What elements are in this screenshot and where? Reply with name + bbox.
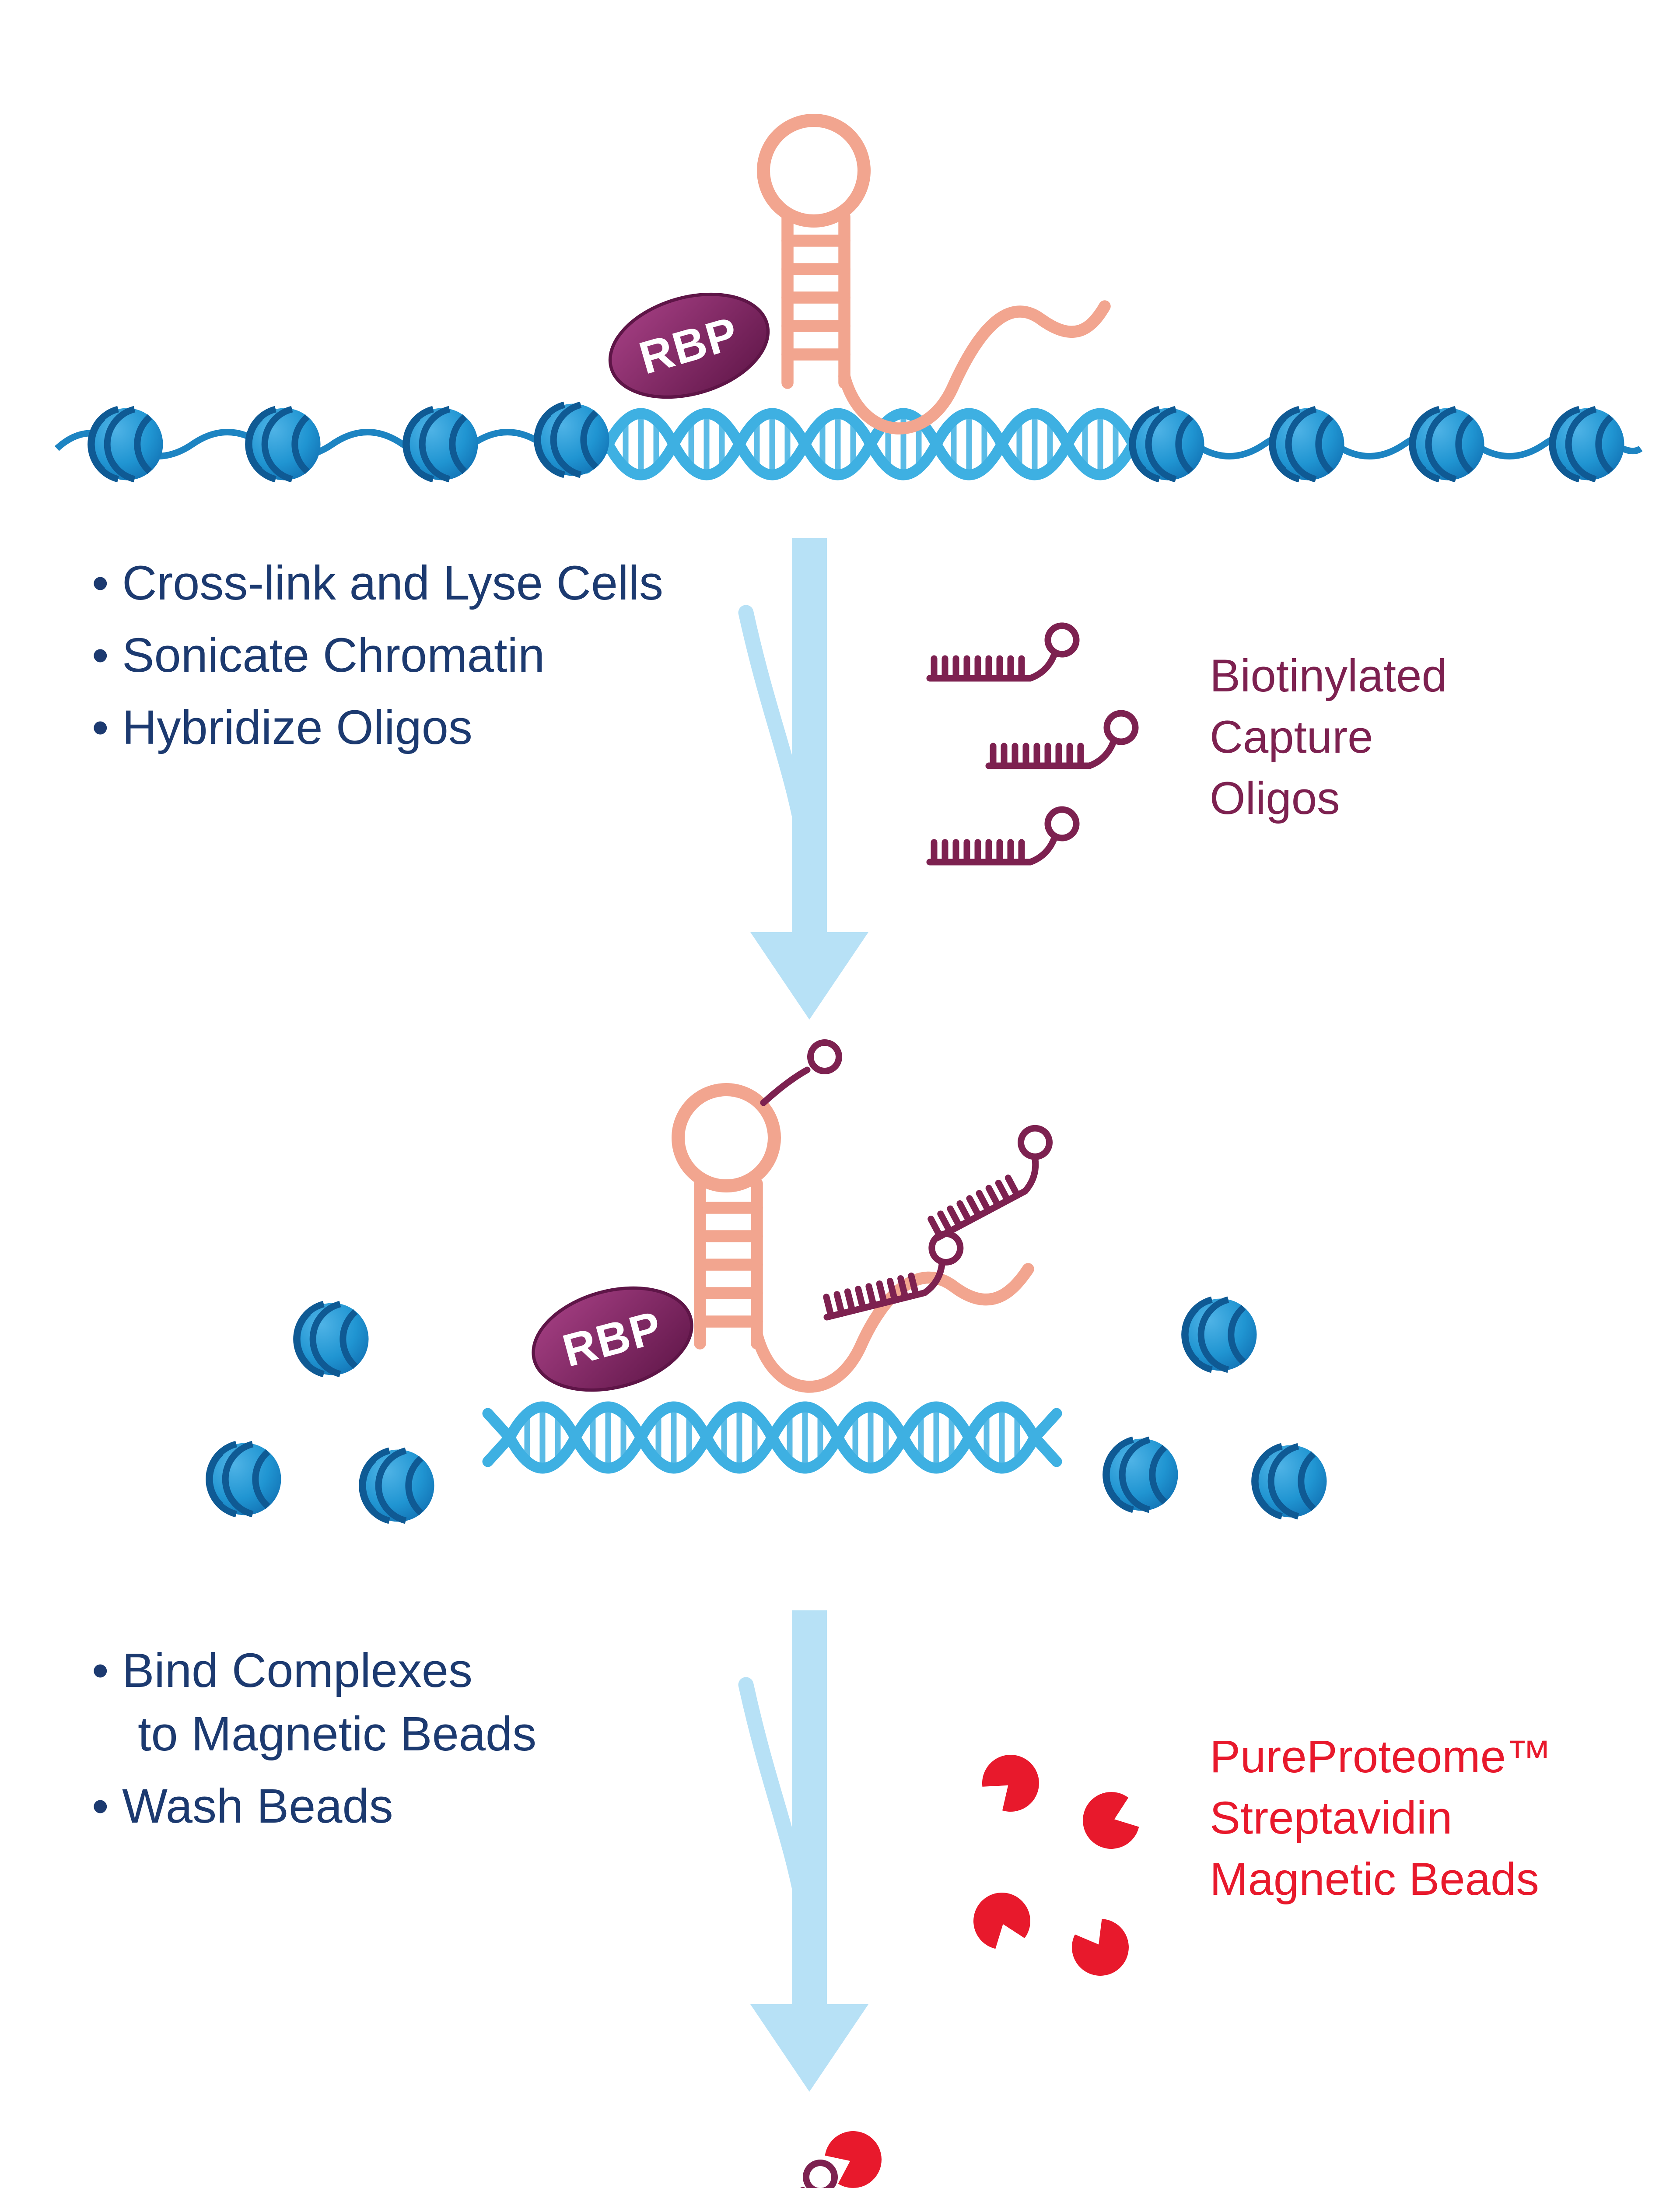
oligo-label-line-3: Oligos [1210, 773, 1340, 824]
down-arrow-2 [750, 1610, 868, 2092]
section-crosslink: RBP [54, 114, 1643, 480]
capture-oligos-icon [930, 626, 1135, 862]
beads-label: PureProteome™ Streptavidin Magnetic Bead… [1210, 1731, 1552, 1905]
arrow-branch-curve-1 [738, 605, 815, 866]
rna-hairpin-icon [672, 1083, 1034, 1393]
oligo-label-line-2: Capture [1210, 712, 1373, 763]
section-bead-bound: RBP [800, 2121, 891, 2188]
oligo-label: Biotinylated Capture Oligos [1210, 650, 1447, 824]
free-nucleosomes [209, 1299, 1327, 1522]
beads-label-line-2: Streptavidin [1210, 1792, 1452, 1844]
arrow-branch-curve-2 [738, 1677, 815, 1938]
step1-line-2: • Sonicate Chromatin [92, 628, 545, 682]
oligo-label-line-1: Biotinylated [1210, 650, 1447, 701]
step2-line-2: to Magnetic Beads [138, 1707, 536, 1761]
down-arrow-1 [750, 538, 868, 1020]
magnetic-beads-icon [965, 1743, 1144, 1986]
step1-bullets: • Cross-link and Lyse Cells • Sonicate C… [92, 556, 663, 754]
dna-helix-icon [488, 1407, 1057, 1468]
step1-line-1: • Cross-link and Lyse Cells [92, 556, 663, 610]
rbp-protein: RBP [608, 292, 770, 399]
section-hybridized: RBP [209, 1039, 1327, 1522]
step1-line-3: • Hybridize Oligos [92, 701, 472, 754]
rna-hairpin-icon [757, 114, 1111, 435]
hybridized-oligos [760, 1039, 1066, 1318]
step2-line-3: • Wash Beads [92, 1779, 393, 1833]
rbp-protein: RBP [532, 1286, 693, 1392]
bead-bound-oligos [800, 2121, 891, 2188]
step2-line-1: • Bind Complexes [92, 1644, 472, 1697]
beads-label-line-3: Magnetic Beads [1210, 1854, 1539, 1905]
step2-bullets: • Bind Complexes to Magnetic Beads • Was… [92, 1644, 536, 1833]
beads-label-line-1: PureProteome™ [1210, 1731, 1552, 1782]
